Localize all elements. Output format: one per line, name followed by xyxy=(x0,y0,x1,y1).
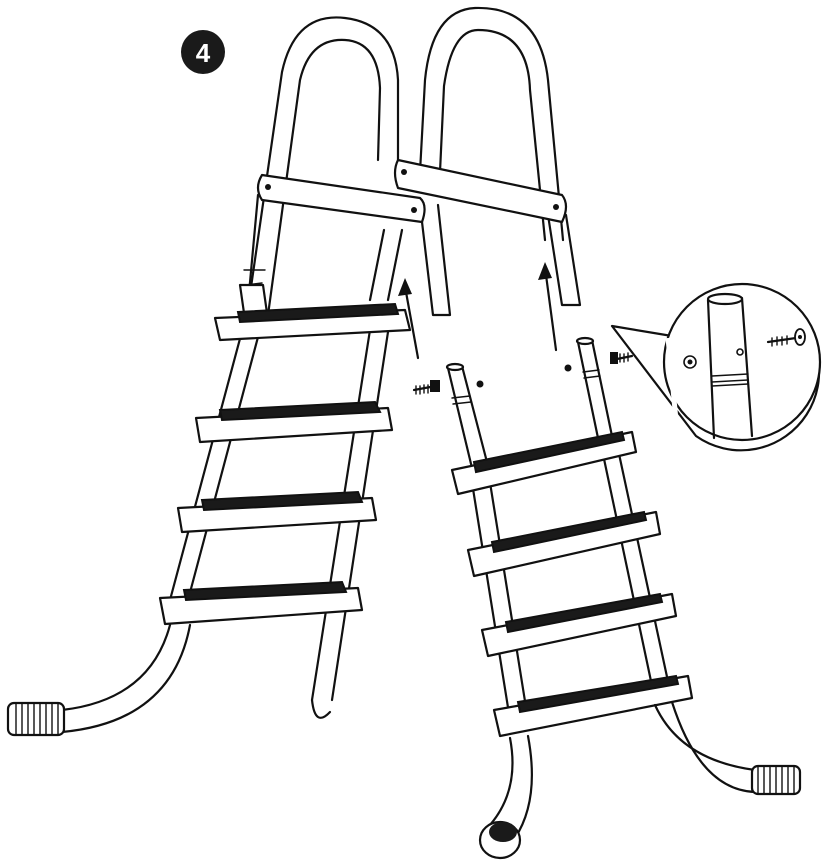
right-ladder xyxy=(445,336,802,860)
right-tread-3 xyxy=(480,592,678,658)
bolt-icon xyxy=(412,380,440,395)
up-arrow-icon xyxy=(538,262,558,352)
left-tread-1 xyxy=(213,302,412,342)
right-threaded-foot xyxy=(750,764,802,796)
left-tread-4 xyxy=(158,580,364,626)
left-threaded-foot xyxy=(6,701,66,737)
step-number: 4 xyxy=(196,38,211,68)
right-tread-1 xyxy=(450,430,638,496)
right-front-foot xyxy=(478,820,522,860)
right-tread-2 xyxy=(466,510,662,578)
step-badge: 4 xyxy=(181,30,225,74)
upper-handrails xyxy=(238,6,582,322)
left-tread-3 xyxy=(176,490,378,534)
left-ladder xyxy=(6,302,412,737)
nut-icon xyxy=(564,364,572,372)
up-arrow-icon xyxy=(398,278,420,360)
detail-callout xyxy=(610,282,822,452)
nut-icon xyxy=(476,380,484,388)
bolt-icon xyxy=(610,352,634,364)
left-tread-2 xyxy=(194,400,394,444)
right-tread-4 xyxy=(492,674,694,738)
nut-icon xyxy=(683,355,697,369)
bolt-icon xyxy=(766,328,806,347)
